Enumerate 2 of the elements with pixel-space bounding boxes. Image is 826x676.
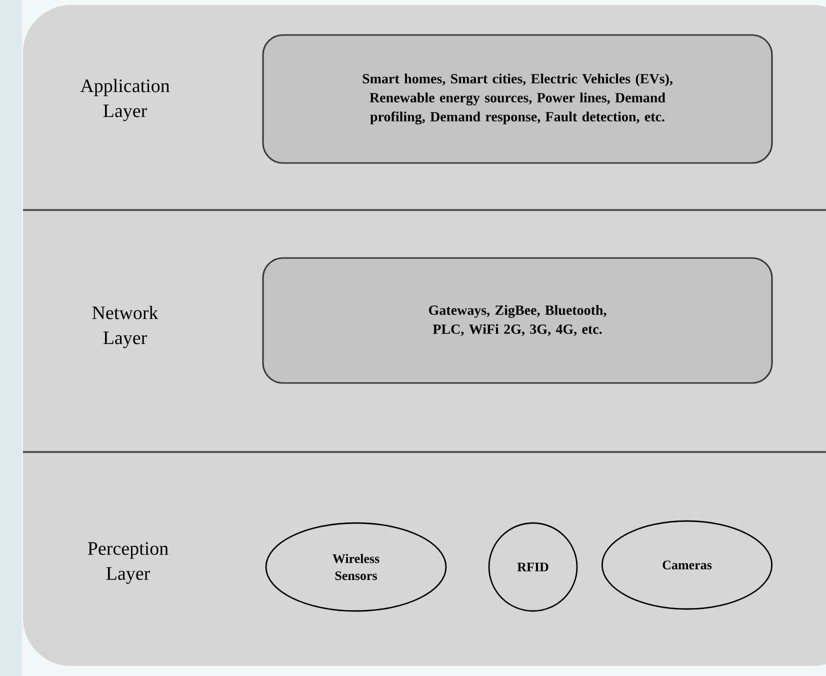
layer-box: Smart homes, Smart cities, Electric Vehicles (EVs), Renewable energy sources, Power lines, Demand profiling, Demand response, Fault detection, etc. <box>262 34 773 164</box>
layer-box: Gateways, ZigBee, Bluetooth, PLC, WiFi 2G, 3G, 4G, etc. <box>262 257 773 384</box>
